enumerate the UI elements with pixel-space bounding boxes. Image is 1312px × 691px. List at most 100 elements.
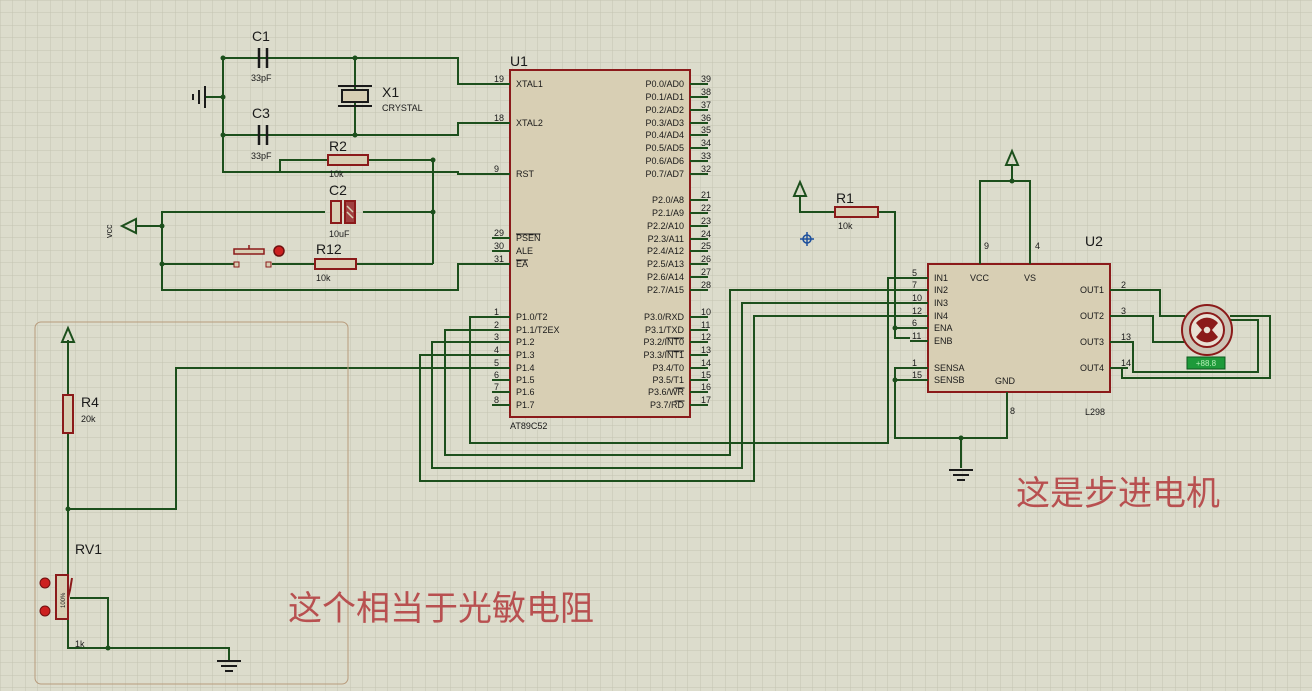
pin-number: 3 bbox=[494, 332, 499, 342]
pin-label: OUT1 bbox=[1080, 285, 1104, 295]
u1-part: AT89C52 bbox=[510, 421, 547, 431]
pin-label: IN2 bbox=[934, 285, 948, 295]
wires bbox=[65, 55, 1271, 660]
pin-number: 12 bbox=[912, 306, 922, 316]
selection-box bbox=[34, 321, 349, 685]
pin-number: 38 bbox=[701, 87, 711, 97]
rv1-ref: RV1 bbox=[75, 541, 102, 557]
pin-number: 15 bbox=[701, 370, 711, 380]
u2-ref: U2 bbox=[1085, 233, 1103, 249]
pin-number: 32 bbox=[701, 164, 711, 174]
pin-number: 16 bbox=[701, 382, 711, 392]
pin-label: P2.5/A13 bbox=[647, 259, 684, 269]
pin-number: 33 bbox=[701, 151, 711, 161]
pin-number: 36 bbox=[701, 113, 711, 123]
pin-number: 22 bbox=[701, 203, 711, 213]
pin-number: 9 bbox=[494, 164, 499, 174]
pin-label: ENA bbox=[934, 323, 953, 333]
pin-number: 17 bbox=[701, 395, 711, 405]
reset-pushbutton[interactable] bbox=[233, 245, 285, 268]
pin-number: 29 bbox=[494, 228, 504, 238]
pin-number: 25 bbox=[701, 241, 711, 251]
pin-label: P3.2/INT0 bbox=[643, 337, 684, 347]
pin-label: SENSB bbox=[934, 375, 965, 385]
pin-number: 13 bbox=[701, 345, 711, 355]
pin-number: 2 bbox=[1121, 280, 1126, 290]
pin-number: 14 bbox=[1121, 358, 1131, 368]
pin-number: 23 bbox=[701, 216, 711, 226]
pin-label: P1.1/T2EX bbox=[516, 325, 560, 335]
capacitor-c3[interactable]: C3 33pF bbox=[251, 105, 272, 161]
pin-label: P2.3/A11 bbox=[648, 234, 684, 244]
r12-value: 10k bbox=[316, 273, 331, 283]
rv1-body-text: 100% bbox=[61, 592, 67, 608]
pin-number: 11 bbox=[701, 320, 710, 330]
power-arrow-u2 bbox=[1004, 148, 1020, 166]
pin-number: 1 bbox=[494, 307, 499, 317]
pin-number: 39 bbox=[701, 74, 711, 84]
pin-number: 4 bbox=[494, 345, 499, 355]
capacitor-c1[interactable]: C1 33pF bbox=[223, 28, 300, 83]
x1-ref: X1 bbox=[382, 84, 399, 100]
pin-label: P3.7/RD bbox=[650, 400, 685, 410]
x1-value: CRYSTAL bbox=[382, 103, 423, 113]
pin-number: 24 bbox=[701, 229, 711, 239]
r12-ref: R12 bbox=[316, 241, 342, 257]
pin-label: P3.0/RXD bbox=[644, 312, 685, 322]
c3-ref: C3 bbox=[252, 105, 270, 121]
pin-label: P3.1/TXD bbox=[645, 325, 685, 335]
pin-number: 10 bbox=[701, 307, 711, 317]
pin-label: P2.1/A9 bbox=[652, 208, 684, 218]
resistor-r4[interactable]: R4 20k bbox=[62, 394, 99, 434]
pin-label: SENSA bbox=[934, 363, 965, 373]
resistor-r12[interactable]: R12 10k bbox=[314, 241, 357, 283]
u1-right-pins: 39P0.0/AD038P0.1/AD137P0.2/AD236P0.3/AD3… bbox=[643, 74, 711, 410]
pin-label: P3.4/T0 bbox=[652, 363, 684, 373]
pin-label: P1.2 bbox=[516, 337, 535, 347]
pin-label: OUT2 bbox=[1080, 311, 1104, 321]
pin-label: EA bbox=[516, 259, 528, 269]
pin-label: P0.6/AD6 bbox=[645, 156, 684, 166]
pin-number: 7 bbox=[912, 280, 917, 290]
pin-label: P1.5 bbox=[516, 375, 535, 385]
r2-value: 10k bbox=[329, 169, 344, 179]
pin-label: P2.7/A15 bbox=[647, 285, 684, 295]
r2-ref: R2 bbox=[329, 138, 347, 154]
pin-label: XTAL1 bbox=[516, 79, 543, 89]
capacitor-c2[interactable]: C2 10uF bbox=[329, 182, 356, 239]
rv1-value: 1k bbox=[75, 639, 85, 649]
stepper-note: 这是步进电机 bbox=[1016, 474, 1220, 514]
potentiometer-rv1[interactable]: 100% RV1 1k bbox=[39, 541, 102, 649]
stepper-motor[interactable]: +88.8 bbox=[1181, 304, 1233, 370]
u2-part: L298 bbox=[1085, 407, 1105, 417]
pin-number: 6 bbox=[912, 318, 917, 328]
pin-number: 30 bbox=[494, 241, 504, 251]
pin-label: ENB bbox=[934, 336, 953, 346]
pin-label: OUT3 bbox=[1080, 337, 1104, 347]
pin-number: 13 bbox=[1121, 332, 1131, 342]
pin-label: P3.3/INT1 bbox=[643, 350, 684, 360]
r4-ref: R4 bbox=[81, 394, 99, 410]
pin-number: 2 bbox=[494, 320, 499, 330]
pin-label: IN1 bbox=[934, 273, 948, 283]
resistor-r1[interactable]: R1 10k bbox=[834, 190, 879, 231]
power-arrow-r1 bbox=[792, 179, 808, 197]
pin-label: P1.7 bbox=[516, 400, 535, 410]
resistor-r2[interactable]: R2 10k bbox=[327, 138, 369, 179]
pin-number: 11 bbox=[912, 331, 921, 341]
pin-number: 26 bbox=[701, 254, 711, 264]
pin-label: IN3 bbox=[934, 298, 948, 308]
pin-label: P2.2/A10 bbox=[647, 221, 684, 231]
ground-symbol-u2 bbox=[949, 469, 973, 481]
crystal-x1[interactable]: X1 CRYSTAL bbox=[338, 84, 423, 113]
u2-pin-name: GND bbox=[995, 376, 1016, 386]
r4-value: 20k bbox=[81, 414, 96, 424]
pin-label: P0.0/AD0 bbox=[645, 79, 684, 89]
pin-label: P1.4 bbox=[516, 363, 535, 373]
motor-display: +88.8 bbox=[1196, 359, 1217, 368]
pin-number: 10 bbox=[912, 293, 922, 303]
vcc-label: vcc bbox=[104, 224, 114, 238]
